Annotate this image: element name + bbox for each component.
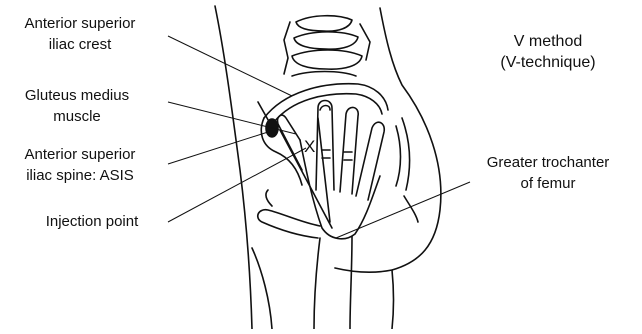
label-greater-trochanter-line1: Greater trochanter (487, 154, 610, 171)
vertebra-2 (294, 32, 358, 49)
label-iliac-crest-line1: Anterior superior (25, 15, 136, 32)
leader-injection-point (168, 148, 306, 222)
label-asis-line1: Anterior superior (25, 146, 136, 163)
spine (284, 16, 370, 76)
spine-process-left (284, 22, 290, 74)
thumb (258, 210, 320, 238)
ring-finger (340, 107, 358, 194)
middle-finger-nail (320, 106, 330, 111)
iliac-crest-inner (274, 94, 382, 122)
little-finger (356, 122, 384, 200)
spine-process-right (360, 24, 370, 60)
thigh-outline-right (392, 270, 394, 329)
label-asis-line2: iliac spine: ASIS (26, 167, 134, 184)
vertebra-4 (292, 72, 356, 77)
label-gluteus-medius-line1: Gluteus medius (25, 87, 129, 104)
leader-greater-trochanter (336, 182, 470, 238)
method-title-line2: (V-technique) (500, 54, 595, 71)
vertebra-3 (292, 50, 362, 69)
method-title-line1: V method (514, 33, 582, 50)
thumb-knuckle (266, 190, 272, 206)
thigh-outline-left (252, 248, 272, 329)
leader-lines (168, 36, 470, 238)
forearm-right (350, 236, 352, 329)
label-iliac-crest-line2: iliac crest (49, 36, 112, 53)
label-greater-trochanter-line2: of femur (520, 175, 575, 192)
leader-iliac-crest (168, 36, 292, 96)
injection-x-mark: X (304, 137, 315, 156)
label-injection-point: Injection point (46, 213, 139, 230)
vertebra-1 (296, 16, 352, 31)
label-gluteus-medius-line2: muscle (53, 108, 101, 125)
buttock-outline (335, 8, 441, 272)
knuckle-marks (322, 150, 352, 160)
forearm-left (314, 238, 320, 329)
gluteal-texture (396, 118, 418, 222)
hip-illustration (215, 6, 441, 329)
leader-asis (168, 132, 268, 164)
back-outline (215, 6, 252, 329)
